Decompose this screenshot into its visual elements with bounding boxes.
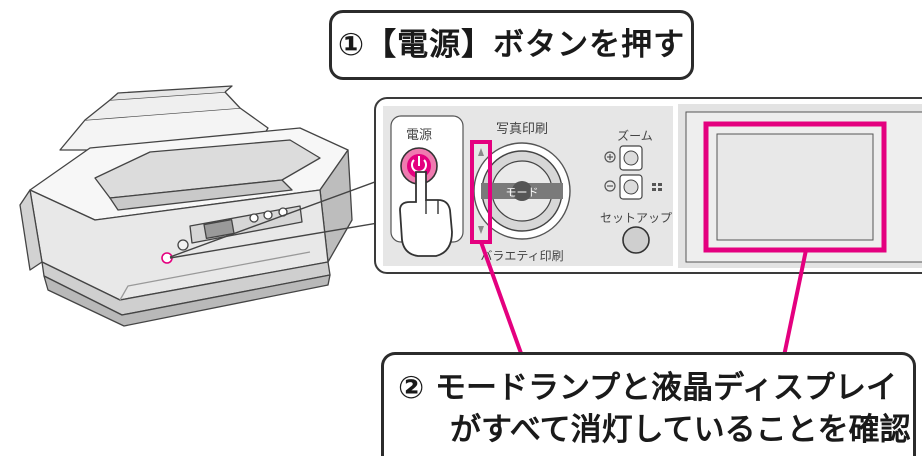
step-2-line-2: がすべて消灯していることを確認 <box>450 412 911 448</box>
variety-print-label: バラエティ印刷 <box>480 249 563 263</box>
power-label: 電源 <box>406 128 432 143</box>
mode-label: モード <box>506 186 539 199</box>
step-1-callout: ①【電源】ボタンを押す <box>329 10 694 80</box>
zoom-out-icon <box>604 180 616 192</box>
step-1-number: ① <box>337 27 366 63</box>
grid-view-icon <box>652 183 662 191</box>
zoom-label: ズーム <box>617 128 653 143</box>
setup-label: セットアップ <box>600 211 672 225</box>
zoom-in-icon <box>604 151 616 163</box>
step-2-number: ② <box>398 370 425 406</box>
zoom-leader-lines <box>169 178 385 259</box>
printer-illustration <box>19 85 353 327</box>
photo-print-label: 写真印刷 <box>496 122 548 137</box>
step-1-text: 【電源】ボタンを押す <box>365 27 686 63</box>
magenta-highlights <box>470 121 887 357</box>
step-2-line-1: モードランプと液晶ディスプレイ <box>435 370 897 406</box>
step-2-callout: ② モードランプと液晶ディスプレイ がすべて消灯していることを確認 <box>381 352 916 456</box>
